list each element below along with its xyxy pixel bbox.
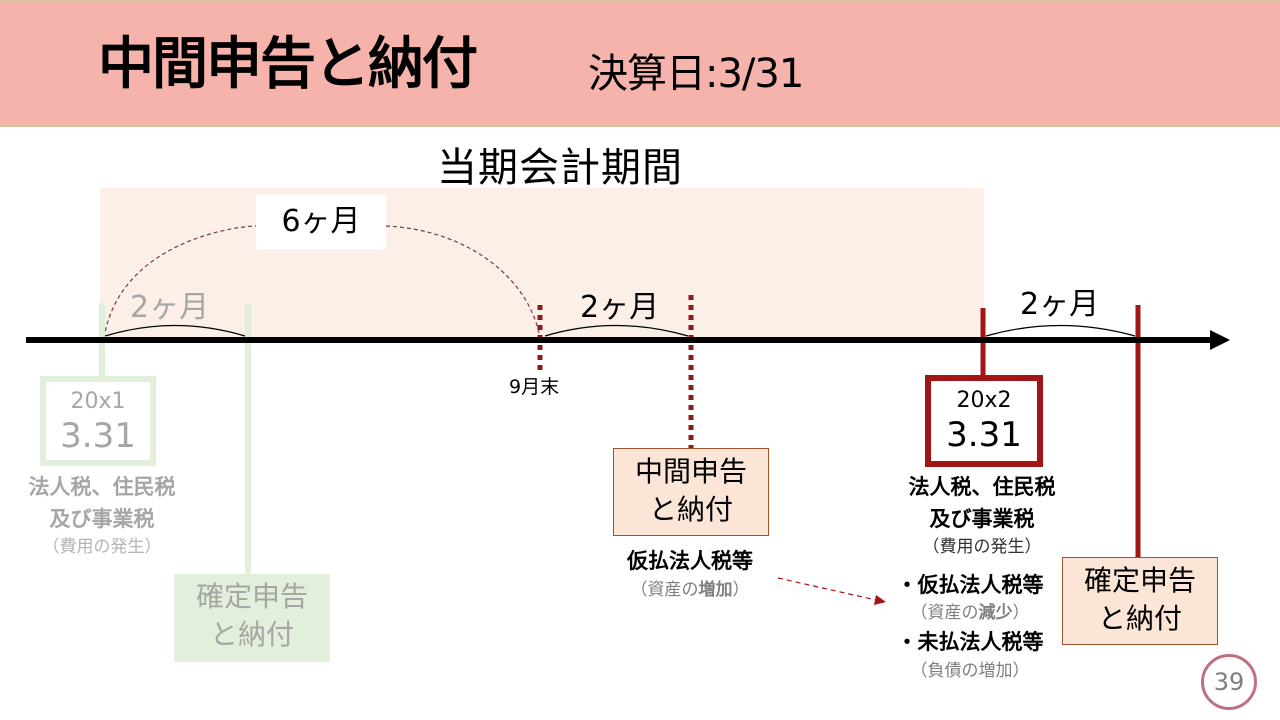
six-month-arc-right [385,225,541,339]
prior-span-arc [104,324,246,337]
sept-end-label: 9月末 [509,376,560,398]
prior-filing-line2: と納付 [209,618,294,651]
current-year-date-box: 20x2 3.31 [925,375,1043,467]
current-filing-line1: 確定申告 [1083,564,1196,597]
transfer-arrow-line [777,577,877,601]
interim-filing-box: 中間申告 と納付 [613,448,769,536]
prior-tax-line1: 法人税、住民税 [28,475,176,499]
interim-account-label: 仮払法人税等 [627,549,753,573]
interim-filing-line1: 中間申告 [634,455,747,488]
prior-filing-line1: 確定申告 [195,580,308,613]
interim-account-note: （資産の増加） [630,580,750,600]
header-bar [0,0,1280,127]
prior-tax-note: （費用の発生） [42,537,162,557]
current-item2-note: （負債の増加） [910,661,1030,681]
current-date-label: 3.31 [946,415,1022,455]
current-tax-note: （費用の発生） [922,537,1042,557]
current-filing-line2: と納付 [1097,602,1182,635]
page-number: 39 [1201,654,1257,710]
current-item1-label: ・仮払法人税等 [896,573,1044,597]
current-item1-note: （資産の減少） [910,603,1030,623]
transfer-arrowhead [874,595,886,605]
current-tax-line1: 法人税、住民税 [908,475,1056,499]
current-tax-line2: 及び事業税 [929,507,1035,531]
interim-filing-line2: と納付 [648,493,733,526]
current-year-label: 20x2 [956,388,1012,413]
six-month-label-box [256,195,386,249]
timeline-arrowhead [1210,330,1230,350]
six-month-arc-left [103,225,261,339]
prior-year-date-box: 20x1 3.31 [40,376,156,466]
interim-span-arc [544,324,689,337]
current-filing-box: 確定申告 と納付 [1062,557,1218,645]
closing-date-subtitle: 決算日:3/31 [588,51,804,97]
prior-date-label: 3.31 [60,416,136,456]
page-title: 中間申告と納付 [98,32,478,97]
prior-year-label: 20x1 [70,389,126,414]
current-span-label: 2ヶ月 [1020,287,1100,322]
current-period-label: 当期会計期間 [437,145,683,191]
prior-filing-box: 確定申告 と納付 [174,574,330,662]
six-month-label: 6ヶ月 [281,204,361,239]
prior-span-label: 2ヶ月 [130,290,210,325]
interim-span-label: 2ヶ月 [580,290,660,325]
prior-tax-line2: 及び事業税 [49,507,155,531]
current-item2-label: ・未払法人税等 [896,630,1044,654]
current-span-arc [985,324,1136,337]
